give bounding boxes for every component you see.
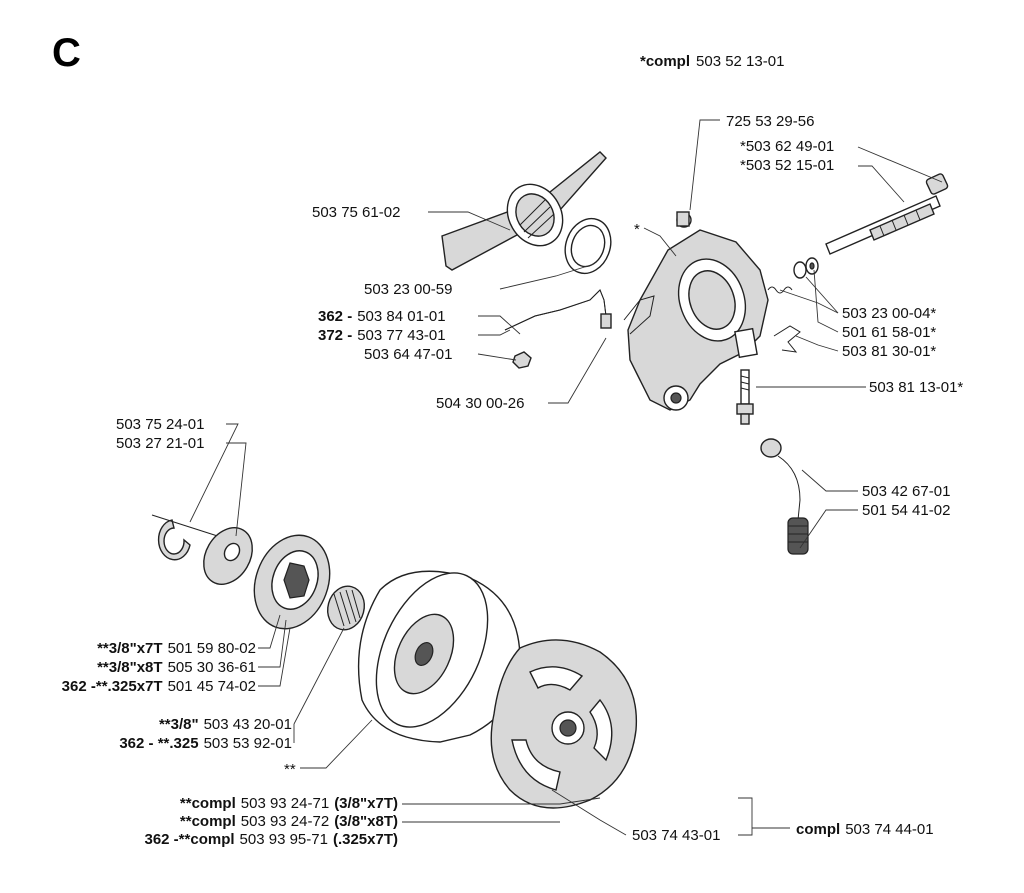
header-prefix: *compl <box>640 53 690 70</box>
label-503-64-47-01: 503 64 47-01 <box>364 346 452 363</box>
label-drum-3-8-7t: **compl 503 93 24-71 (3/8"x7T) <box>180 795 398 812</box>
drum-3-8-7t-suffix: (3/8"x7T) <box>334 795 398 812</box>
label-501-59-80-02: 501 59 80-02 <box>168 640 256 657</box>
label-372-prefix: 372 - <box>318 327 352 344</box>
label-double-star: ** <box>284 761 296 778</box>
circlip-drawing <box>157 519 191 561</box>
sprocket-325-7t-prefix: 362 -**.325x7T <box>62 678 163 695</box>
label-362-prefix: 362 - <box>318 308 352 325</box>
section-letter: C <box>52 31 81 75</box>
leader-lines <box>189 119 943 836</box>
label-sprocket-3-8-8t: **3/8"x8T 505 30 36-61 <box>97 659 256 676</box>
adjusting-screw-drawing <box>736 369 754 425</box>
bracket-drawing <box>773 325 801 353</box>
sprocket-3-8-8t-prefix: **3/8"x8T <box>97 659 163 676</box>
washer-drawing <box>203 527 253 585</box>
header-number: 503 52 13-01 <box>696 53 784 70</box>
bolt-drawing <box>676 211 690 227</box>
drum-3-8-8t-suffix: (3/8"x8T) <box>334 813 398 830</box>
pump-spring-and-washers-drawing <box>767 257 819 294</box>
label-sprocket-325-7t: 362 -**.325x7T 501 45 74-02 <box>62 678 256 695</box>
clutch-drum-drawing <box>357 570 521 743</box>
seal-ring-drawing <box>564 217 612 275</box>
label-503-93-24-72: 503 93 24-72 <box>241 813 329 830</box>
sprocket-3-8-7t-prefix: **3/8"x7T <box>97 640 163 657</box>
clutch-drawing <box>490 639 638 809</box>
bearing-3-8-prefix: **3/8" <box>159 716 199 733</box>
shaft-sleeve-drawing <box>925 173 949 195</box>
oil-pump-cover-drawing <box>441 151 607 271</box>
label-501-54-41-02: 501 54 41-02 <box>862 502 950 519</box>
label-drum-3-8-8t: **compl 503 93 24-72 (3/8"x8T) <box>180 813 398 830</box>
label-503-75-24-01: 503 75 24-01 <box>116 416 204 433</box>
label-star-housing: * <box>634 221 640 238</box>
pump-shaft-drawing <box>825 195 941 255</box>
label-362-oil-pipe: 362 - 503 84 01-01 <box>318 308 446 325</box>
label-504-30-00-26: 504 30 00-26 <box>436 395 524 412</box>
label-bearing-3-8: **3/8" 503 43 20-01 <box>159 716 292 733</box>
label-bearing-325: 362 - **.325 503 53 92-01 <box>119 735 292 752</box>
label-725-53-29-56: 725 53 29-56 <box>726 113 814 130</box>
label-503-75-61-02: 503 75 61-02 <box>312 204 400 221</box>
label-503-81-13-01: 503 81 13-01* <box>869 379 963 396</box>
label-503-84-01-01: 503 84 01-01 <box>357 308 445 325</box>
label-505-30-36-61: 505 30 36-61 <box>168 659 256 676</box>
label-503-53-92-01: 503 53 92-01 <box>204 735 292 752</box>
drum-3-8-7t-prefix: **compl <box>180 795 236 812</box>
label-503-81-30-01: 503 81 30-01* <box>842 343 936 360</box>
label-501-45-74-02: 501 45 74-02 <box>168 678 256 695</box>
label-503-23-00-04: 503 23 00-04* <box>842 305 936 322</box>
rim-sprocket-drawing <box>253 534 331 630</box>
label-372-oil-pipe: 372 - 503 77 43-01 <box>318 327 446 344</box>
label-503-52-15-01: *503 52 15-01 <box>740 157 834 174</box>
label-clutch-compl: compl 503 74 44-01 <box>796 821 934 838</box>
drum-3-8-8t-prefix: **compl <box>180 813 236 830</box>
drum-325-7t-prefix: 362 -**compl <box>144 831 234 848</box>
header-compl-label: *compl 503 52 13-01 <box>640 53 784 70</box>
drum-325-7t-suffix: (.325x7T) <box>333 831 398 848</box>
oil-pipe-drawing <box>504 289 612 331</box>
label-503-62-49-01: *503 62 49-01 <box>740 138 834 155</box>
label-503-77-43-01: 503 77 43-01 <box>357 327 445 344</box>
oil-hose-drawing <box>760 438 801 521</box>
label-drum-325-7t: 362 -**compl 503 93 95-71 (.325x7T) <box>144 831 398 848</box>
label-503-43-20-01: 503 43 20-01 <box>204 716 292 733</box>
nut-drawing <box>512 351 532 369</box>
label-501-61-58-01: 501 61 58-01* <box>842 324 936 341</box>
bearing-325-prefix: 362 - **.325 <box>119 735 198 752</box>
clutch-compl-prefix: compl <box>796 821 840 838</box>
label-503-42-67-01: 503 42 67-01 <box>862 483 950 500</box>
oil-filter-drawing <box>787 517 809 555</box>
label-503-23-00-59: 503 23 00-59 <box>364 281 452 298</box>
label-503-27-21-01: 503 27 21-01 <box>116 435 204 452</box>
label-503-93-95-71: 503 93 95-71 <box>240 831 328 848</box>
label-503-74-44-01: 503 74 44-01 <box>845 821 933 838</box>
needle-bearing-drawing <box>327 585 365 631</box>
label-sprocket-3-8-7t: **3/8"x7T 501 59 80-02 <box>97 640 256 657</box>
label-503-74-43-01: 503 74 43-01 <box>632 827 720 844</box>
label-503-93-24-71: 503 93 24-71 <box>241 795 329 812</box>
